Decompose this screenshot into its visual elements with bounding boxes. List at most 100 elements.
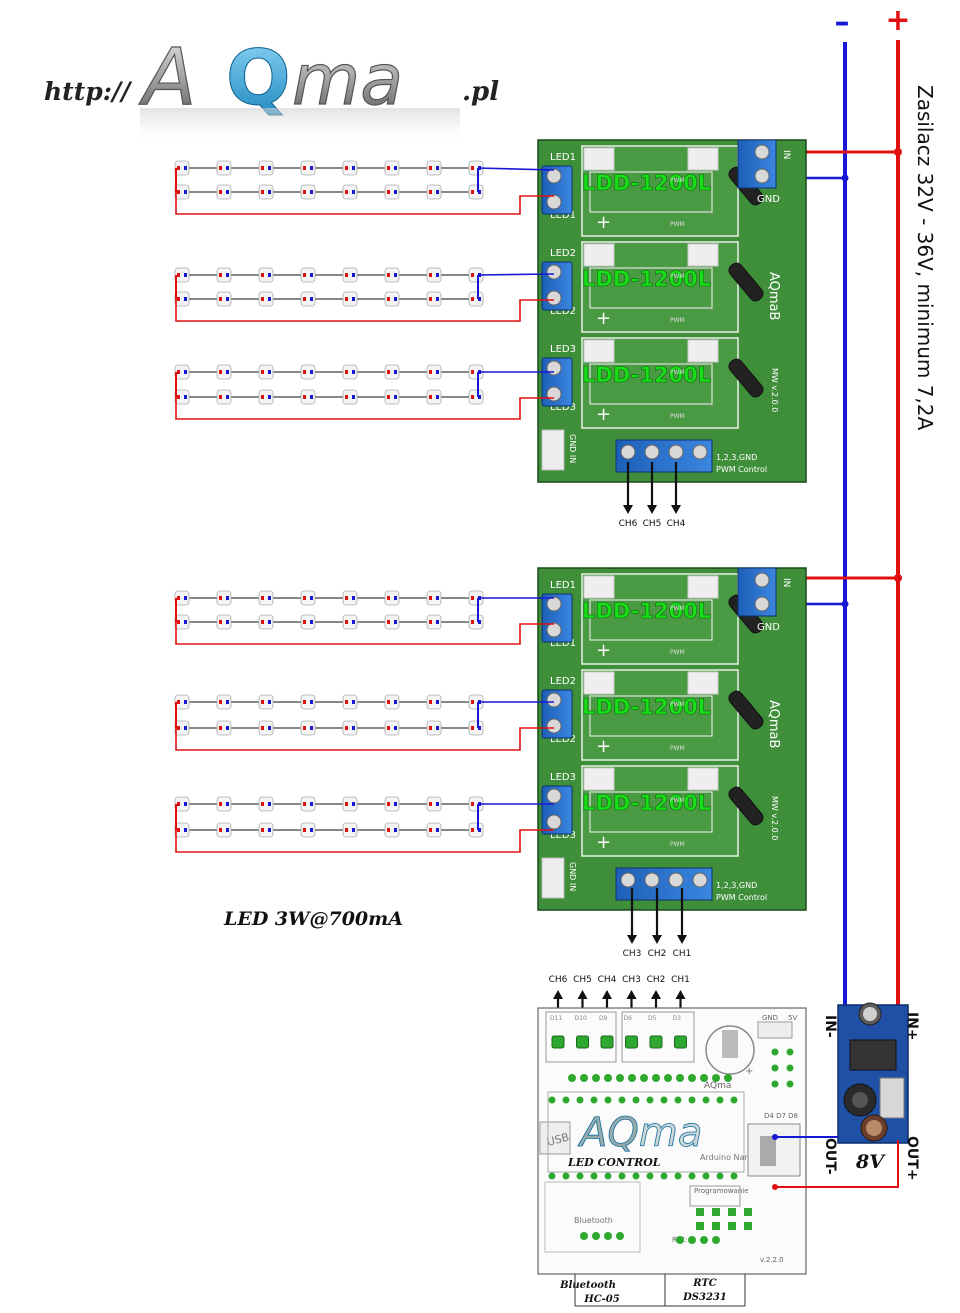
logo-q: Q [226,33,291,122]
led-cathode [310,370,313,374]
channel-label: CH3 [622,975,641,985]
led [384,364,400,380]
led [300,822,316,838]
svg-text:Programowanie: Programowanie [694,1187,749,1195]
terminal-screw [546,814,562,830]
driver-chip-outline [589,695,713,737]
led-anode [303,700,306,704]
led [300,160,316,176]
header-pin [618,1096,626,1104]
led-cathode [184,190,187,194]
led-anode [429,700,432,704]
power-rails: – + Zasilacz 32V - 36V, minimum 7,2A [765,3,937,1140]
header-pin [576,1096,584,1104]
led-anode [471,828,474,832]
driver-chip-outline [589,267,713,309]
led-cathode [394,726,397,730]
led [426,364,442,380]
led-cathode [478,297,481,301]
led-anode [387,620,390,624]
led [342,720,358,736]
led-caption: LED 3W@700mA [223,908,403,930]
terminal-screw [754,596,770,612]
led-cathode [352,596,355,600]
channel-label: CH1 [673,949,692,959]
led [384,590,400,606]
led-anode [387,828,390,832]
header-pin [632,1096,640,1104]
header-pin [660,1172,668,1180]
led-cathode [184,297,187,301]
led-cathode [268,700,271,704]
led-cathode [436,166,439,170]
led-positive-wire [175,622,554,645]
led-cathode [310,166,313,170]
led-cathode [184,166,187,170]
pin-label: D9 [599,1015,608,1022]
driver-pad [583,671,615,695]
led-anode [219,802,222,806]
led [300,389,316,405]
plus-mark: + [596,404,611,425]
header-pin [652,1074,660,1082]
led-cathode [478,828,481,832]
channel-label: CH6 [619,519,638,529]
bt-pin [604,1232,612,1240]
led-output-label: LED3 [550,772,576,783]
driver-pad [687,767,719,791]
led [258,614,274,630]
terminal-screw [546,622,562,638]
led-cathode [394,273,397,277]
led-anode [177,370,180,374]
driver-pad [687,671,719,695]
led [258,720,274,736]
terminal-screw [620,872,636,888]
led-anode [303,828,306,832]
led-cathode [268,726,271,730]
led [384,614,400,630]
header-pin [590,1172,598,1180]
arrow-head [677,935,687,944]
led [216,720,232,736]
led-cathode [394,596,397,600]
header-pin [632,1172,640,1180]
led-cathode [226,370,229,374]
led-cathode [268,620,271,624]
led-output-label: LED1 [550,152,576,163]
rtc-pin [700,1236,708,1244]
prog-pin [696,1222,704,1230]
controller-pad [551,1035,565,1049]
led [342,590,358,606]
header-pin [730,1096,738,1104]
led-anode [261,370,264,374]
led [468,822,484,838]
led-cathode [352,802,355,806]
gnd-label: GND [757,622,780,633]
led-cathode [268,802,271,806]
usb-port [539,1121,571,1155]
pwm-mark: PWM [670,797,685,804]
pwm-mark: PWM [670,221,685,228]
rtc-pin [688,1236,696,1244]
header-pin [660,1096,668,1104]
header-pin [664,1074,672,1082]
led-anode [429,726,432,730]
led-anode [177,596,180,600]
led-cathode [226,726,229,730]
header-pin [576,1172,584,1180]
led-anode [345,596,348,600]
led-output-label: LED1 [550,580,576,591]
led-anode [387,370,390,374]
led-anode [387,273,390,277]
bt-pin [616,1232,624,1240]
led-anode [471,726,474,730]
controller-pad [649,1035,663,1049]
pwm-mark: PWM [670,841,685,848]
led-anode [471,395,474,399]
led-anode [219,596,222,600]
gnd-label: GND [757,194,780,205]
led-cathode [352,166,355,170]
driver-pad [687,147,719,171]
led-cathode [436,297,439,301]
